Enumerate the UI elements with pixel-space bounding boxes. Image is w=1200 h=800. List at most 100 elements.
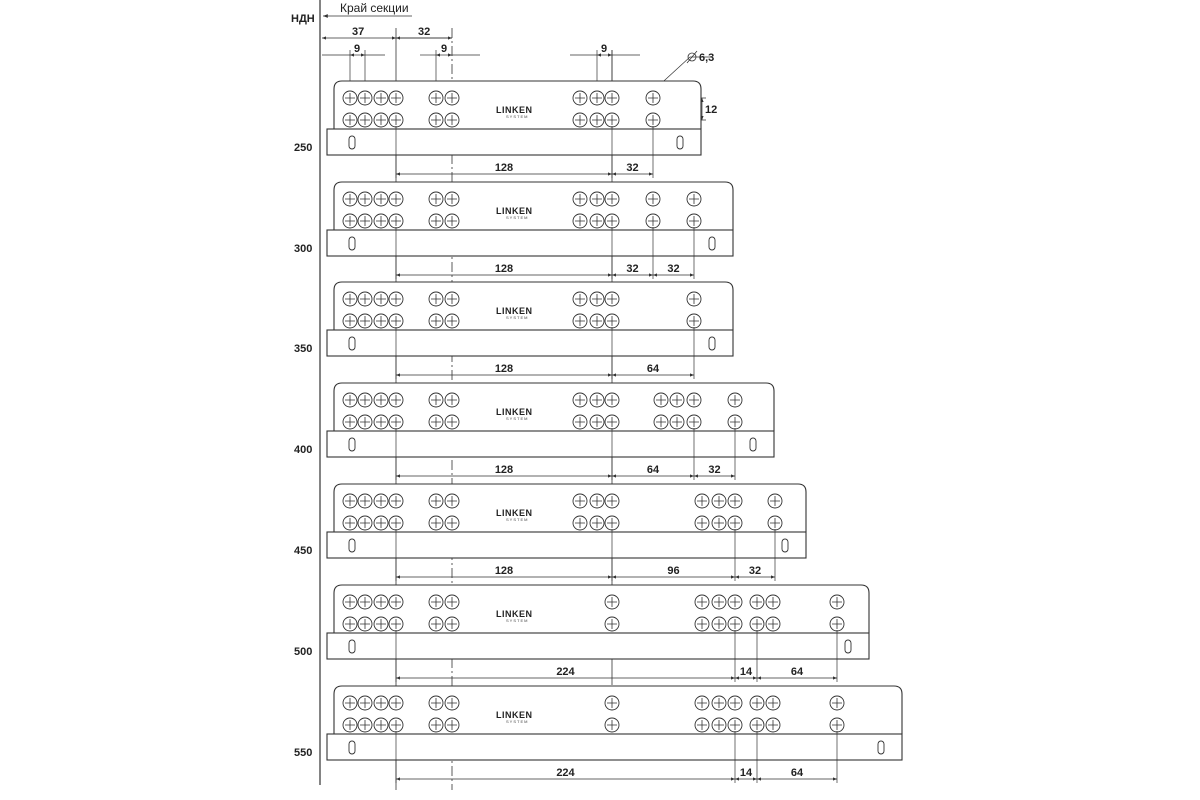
mount-hole-cross xyxy=(345,395,355,405)
mount-hole-cross xyxy=(391,597,401,607)
mount-hole-cross xyxy=(360,417,370,427)
mount-hole-cross xyxy=(360,93,370,103)
mount-hole-cross xyxy=(768,619,778,629)
mount-hole-cross xyxy=(447,115,457,125)
mount-hole-cross xyxy=(360,294,370,304)
rail-slot-front xyxy=(348,538,356,553)
mount-hole-cross xyxy=(575,294,585,304)
mount-hole-cross xyxy=(360,115,370,125)
mount-hole-cross xyxy=(730,496,740,506)
brand-logo: LINKEN xyxy=(496,407,533,417)
rail-length-label: 550 xyxy=(294,747,312,759)
mount-hole-cross xyxy=(431,194,441,204)
dim-value: 64 xyxy=(791,767,804,779)
mount-hole-cross xyxy=(768,597,778,607)
mount-hole-cross xyxy=(431,216,441,226)
mount-hole-cross xyxy=(730,619,740,629)
dim-hole-diameter: 6,3 xyxy=(699,52,714,64)
dim-value: 128 xyxy=(495,363,513,375)
mount-hole-cross xyxy=(768,698,778,708)
mount-hole-cross xyxy=(752,597,762,607)
brand-logo-sub: SYSTEM xyxy=(506,416,528,421)
mount-hole-cross xyxy=(431,597,441,607)
rail-slot-front xyxy=(348,740,356,755)
mount-hole-cross xyxy=(376,619,386,629)
rail-slot-front xyxy=(348,336,356,351)
rail-slot-rear xyxy=(749,437,757,452)
mount-hole-cross xyxy=(376,294,386,304)
diameter-symbol-slash xyxy=(686,50,698,64)
mount-hole-cross xyxy=(360,316,370,326)
mount-hole-cross xyxy=(345,496,355,506)
rail-length-label: 400 xyxy=(294,444,312,456)
mount-hole-cross xyxy=(689,417,699,427)
mount-hole-cross xyxy=(431,316,441,326)
brand-logo-sub: SYSTEM xyxy=(506,719,528,724)
mount-hole-cross xyxy=(376,597,386,607)
rail-slot-front xyxy=(348,236,356,251)
mount-hole-cross xyxy=(376,395,386,405)
mount-hole-cross xyxy=(447,395,457,405)
mount-hole-cross xyxy=(752,720,762,730)
mount-hole-cross xyxy=(648,115,658,125)
mount-hole-cross xyxy=(360,597,370,607)
mount-hole-cross xyxy=(360,720,370,730)
mount-hole-cross xyxy=(607,597,617,607)
mount-hole-cross xyxy=(447,597,457,607)
edge-label: Край секции xyxy=(340,1,409,15)
mount-hole-cross xyxy=(592,294,602,304)
mount-hole-cross xyxy=(697,720,707,730)
mount-hole-cross xyxy=(832,720,842,730)
dim-value: 32 xyxy=(626,162,638,174)
mount-hole-cross xyxy=(376,496,386,506)
mount-hole-cross xyxy=(770,518,780,528)
mount-hole-cross xyxy=(391,496,401,506)
mount-hole-cross xyxy=(391,115,401,125)
dim-pitch-mid: 9 xyxy=(441,43,447,55)
mount-hole-cross xyxy=(345,316,355,326)
mount-hole-cross xyxy=(360,619,370,629)
mount-hole-cross xyxy=(345,115,355,125)
brand-logo: LINKEN xyxy=(496,508,533,518)
mount-hole-cross xyxy=(345,216,355,226)
brand-logo: LINKEN xyxy=(496,206,533,216)
mount-hole-cross xyxy=(431,518,441,528)
brand-logo-sub: SYSTEM xyxy=(506,315,528,320)
mount-hole-cross xyxy=(360,194,370,204)
mount-hole-cross xyxy=(592,93,602,103)
mount-hole-cross xyxy=(770,496,780,506)
mount-hole-cross xyxy=(431,417,441,427)
mount-hole-cross xyxy=(730,698,740,708)
mount-hole-cross xyxy=(575,316,585,326)
mount-hole-cross xyxy=(447,698,457,708)
mount-hole-cross xyxy=(447,316,457,326)
mount-hole-cross xyxy=(431,720,441,730)
mount-hole-cross xyxy=(607,619,617,629)
mount-hole-cross xyxy=(360,698,370,708)
mount-hole-cross xyxy=(832,597,842,607)
dim-value: 14 xyxy=(740,767,753,779)
mount-hole-cross xyxy=(376,720,386,730)
mount-hole-cross xyxy=(697,496,707,506)
section-label: НДН xyxy=(291,13,315,25)
mount-hole-cross xyxy=(607,316,617,326)
dim-value: 64 xyxy=(791,666,804,678)
mount-hole-cross xyxy=(376,115,386,125)
mount-hole-cross xyxy=(447,417,457,427)
brand-logo: LINKEN xyxy=(496,710,533,720)
mount-hole-cross xyxy=(345,294,355,304)
mount-hole-cross xyxy=(360,216,370,226)
mount-hole-cross xyxy=(714,518,724,528)
mount-hole-cross xyxy=(447,93,457,103)
mount-hole-cross xyxy=(431,93,441,103)
mount-hole-cross xyxy=(575,216,585,226)
rail-slot-rear xyxy=(844,639,852,654)
rail-length-label: 350 xyxy=(294,343,312,355)
mount-hole-cross xyxy=(697,698,707,708)
mount-hole-cross xyxy=(752,698,762,708)
dim-value: 128 xyxy=(495,162,513,174)
